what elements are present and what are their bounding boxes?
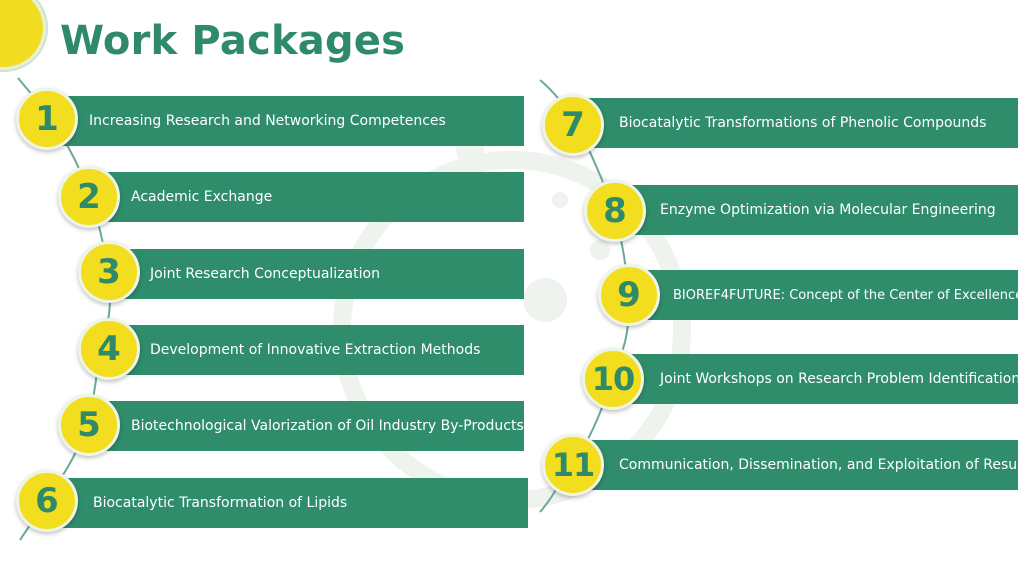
work-package-3-number-badge: 3 <box>78 241 140 303</box>
work-package-4-number: 4 <box>97 329 121 369</box>
work-package-9-label: BIOREF4FUTURE: Concept of the Center of … <box>673 287 1024 303</box>
work-package-8-label: Enzyme Optimization via Molecular Engine… <box>660 202 996 218</box>
work-package-2-number-badge: 2 <box>58 166 120 228</box>
work-package-11-label: Communication, Dissemination, and Exploi… <box>619 457 1024 473</box>
work-package-9-bar: BIOREF4FUTURE: Concept of the Center of … <box>630 270 1023 320</box>
work-package-3-bar: Joint Research Conceptualization <box>112 249 524 299</box>
work-package-6-label: Biocatalytic Transformation of Lipids <box>93 495 348 511</box>
work-package-5-number-badge: 5 <box>58 394 120 456</box>
left-timeline-line <box>17 77 111 541</box>
work-package-9-number-badge: 9 <box>598 264 660 326</box>
work-package-11-number: 11 <box>551 446 596 484</box>
work-package-6-number-badge: 6 <box>16 470 78 532</box>
work-package-6-bar: Biocatalytic Transformation of Lipids <box>50 478 528 528</box>
work-package-11-bar: Communication, Dissemination, and Exploi… <box>575 440 1024 490</box>
work-package-4-bar: Development of Innovative Extraction Met… <box>112 325 524 375</box>
work-package-3-number: 3 <box>97 252 121 292</box>
work-package-10-number: 10 <box>591 360 636 398</box>
work-package-1-label: Increasing Research and Networking Compe… <box>89 113 446 129</box>
work-package-6-number: 6 <box>35 481 59 521</box>
work-package-3-label: Joint Research Conceptualization <box>150 266 380 282</box>
work-package-1-number-badge: 1 <box>16 88 78 150</box>
work-package-2-number: 2 <box>77 177 101 217</box>
work-package-8-bar: Enzyme Optimization via Molecular Engine… <box>616 185 1018 235</box>
work-package-5-bar: Biotechnological Valorization of Oil Ind… <box>92 401 524 451</box>
work-package-5-label: Biotechnological Valorization of Oil Ind… <box>131 418 524 434</box>
page-title: Work Packages <box>60 18 406 64</box>
work-package-2-bar: Academic Exchange <box>90 172 524 222</box>
work-package-4-label: Development of Innovative Extraction Met… <box>150 342 481 358</box>
work-package-10-number-badge: 10 <box>582 348 644 410</box>
work-package-2-label: Academic Exchange <box>131 189 273 205</box>
work-package-10-label: Joint Workshops on Research Problem Iden… <box>660 371 1021 387</box>
work-package-1-number: 1 <box>35 99 59 139</box>
work-package-7-number-badge: 7 <box>542 94 604 156</box>
work-package-8-number-badge: 8 <box>584 180 646 242</box>
work-package-5-number: 5 <box>77 405 101 445</box>
work-package-7-number: 7 <box>561 105 585 145</box>
work-package-8-number: 8 <box>603 191 627 231</box>
work-package-7-label: Biocatalytic Transformations of Phenolic… <box>619 115 987 131</box>
work-package-7-bar: Biocatalytic Transformations of Phenolic… <box>575 98 1018 148</box>
work-package-11-number-badge: 11 <box>542 434 604 496</box>
work-package-9-number: 9 <box>617 275 641 315</box>
work-package-4-number-badge: 4 <box>78 318 140 380</box>
work-package-1-bar: Increasing Research and Networking Compe… <box>48 96 524 146</box>
work-package-10-bar: Joint Workshops on Research Problem Iden… <box>616 354 1021 404</box>
